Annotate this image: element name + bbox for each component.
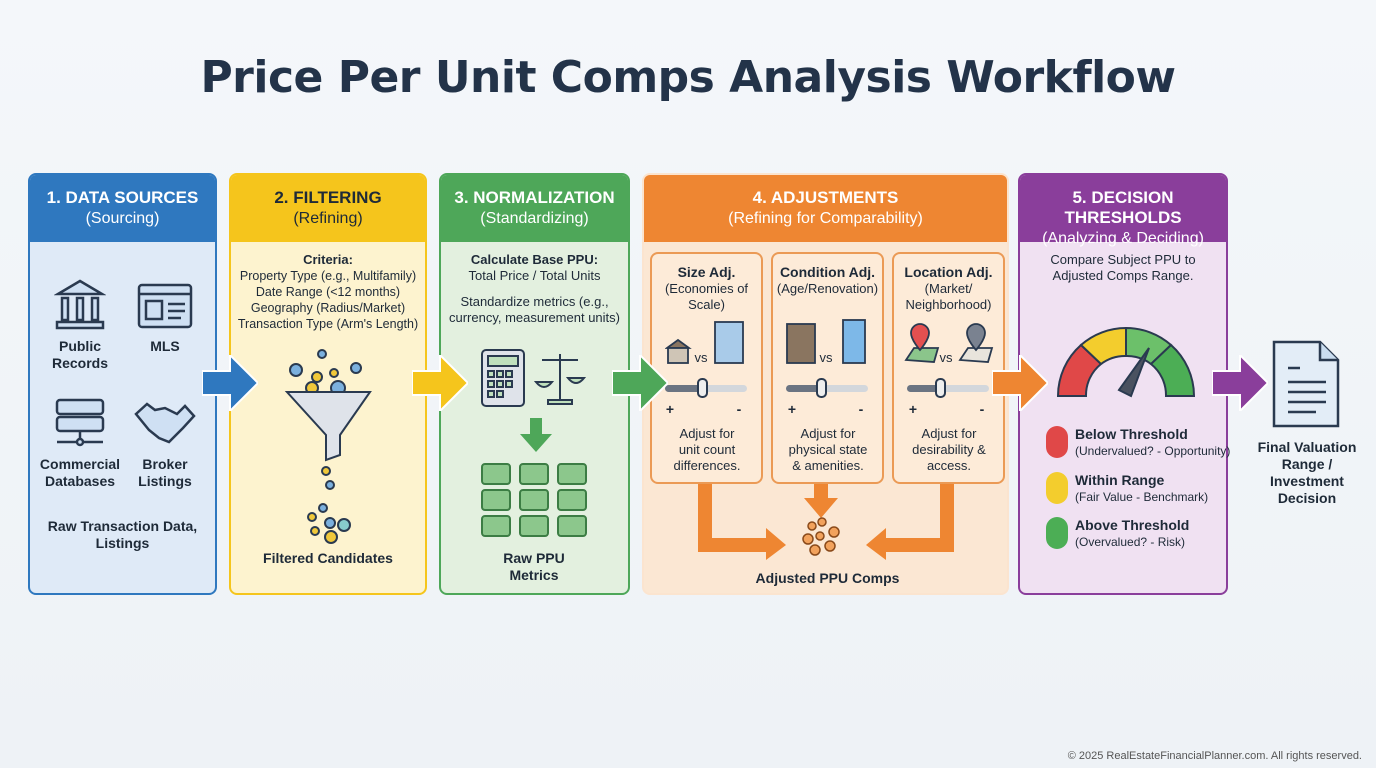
bank-icon <box>54 279 106 330</box>
step-output: Raw Transaction Data, Listings <box>47 518 198 551</box>
adjustment-card-condition <box>771 252 884 484</box>
arrow-right-icon <box>1212 355 1268 411</box>
step-heading: 3. NORMALIZATION <box>454 188 615 207</box>
source-broker-listings: Broker Listings <box>138 456 192 489</box>
step-heading: 2. FILTERING <box>274 188 382 207</box>
step-heading: 5. DECISION THRESHOLDS <box>1064 188 1182 227</box>
step-output: Adjusted PPU Comps <box>755 570 900 586</box>
legend-desc: (Undervalued? - Opportunity) <box>1075 444 1231 458</box>
source-public-records: Public Records <box>51 338 109 371</box>
plus-label: + <box>787 401 797 417</box>
adjustment-card-location <box>892 252 1005 484</box>
slider-thumb[interactable] <box>935 378 946 398</box>
plus-label: + <box>665 401 675 417</box>
minus-label: - <box>858 401 864 417</box>
criteria-label: Criteria: <box>303 252 353 267</box>
vs-label: vs <box>819 350 833 365</box>
legend-desc: (Overvalued? - Risk) <box>1075 535 1186 549</box>
arrow-right-icon <box>412 355 468 411</box>
gauge-icon <box>1056 326 1196 398</box>
green-indicator-icon <box>1046 517 1068 549</box>
calc-label: Calculate Base PPU: <box>470 252 599 267</box>
arrow-right-icon <box>612 355 668 411</box>
adjustment-subtitle: (Age/Renovation) <box>776 281 879 296</box>
old-vs-new-building-icon <box>786 319 866 364</box>
legend-label: Above Threshold <box>1075 517 1190 533</box>
step-subheading: (Analyzing & Deciding) <box>1042 230 1204 247</box>
handshake-icon <box>134 402 196 444</box>
adjustment-description: Adjust for desirability & access. <box>912 426 986 473</box>
step-heading: 1. DATA SOURCES <box>46 188 199 207</box>
size-adjustment-slider[interactable] <box>665 378 747 398</box>
step-normalization: 3. NORMALIZATION (Standardizing) <box>439 173 630 595</box>
adjustment-subtitle: (Market/ Neighborhood) <box>905 281 992 312</box>
step-subheading: (Refining for Comparability) <box>728 210 923 227</box>
page-title: Price Per Unit Comps Analysis Workflow <box>200 52 1176 103</box>
normalization-note: Standardize metrics (e.g., currency, mea… <box>449 294 620 325</box>
source-mls: MLS <box>150 338 180 354</box>
vs-label: vs <box>694 350 708 365</box>
step-data-sources: 1. DATA SOURCES (Sourcing) <box>28 173 217 595</box>
ppu-calculation: Calculate Base PPU: Total Price / Total … <box>439 252 630 284</box>
metrics-grid-icon <box>481 463 587 537</box>
source-commercial-databases: Commercial Databases <box>39 456 121 489</box>
adjustment-description: Adjust for unit count differences. <box>673 426 741 473</box>
yellow-indicator-icon <box>1046 472 1068 504</box>
condition-adjustment-slider[interactable] <box>786 378 868 398</box>
step-subheading: (Refining) <box>293 210 363 227</box>
final-decision-label: Final Valuation Range / Investment Decis… <box>1257 439 1357 506</box>
merge-arrows-icon <box>698 484 954 560</box>
small-vs-large-building-icon <box>665 321 744 364</box>
database-server-icon <box>55 398 105 447</box>
step-output: Filtered Candidates <box>263 550 393 566</box>
plus-label: + <box>908 401 918 417</box>
vs-label: vs <box>939 350 953 365</box>
adjustment-title: Condition Adj. <box>779 264 876 280</box>
adjustment-title: Location Adj. <box>904 264 993 280</box>
location-adjustment-slider[interactable] <box>907 378 989 398</box>
minus-label: - <box>979 401 985 417</box>
decision-note: Compare Subject PPU to Adjusted Comps Ra… <box>1050 252 1196 283</box>
location-pin-map-icon <box>904 323 994 363</box>
document-icon <box>1272 340 1340 428</box>
slider-thumb[interactable] <box>697 378 708 398</box>
criteria-item: Transaction Type (Arm's Length) <box>237 317 419 331</box>
adjustment-description: Adjust for physical state & amenities. <box>788 426 868 473</box>
filter-criteria: Criteria: Property Type (e.g., Multifami… <box>229 252 427 332</box>
step-subheading: (Standardizing) <box>480 210 589 227</box>
copyright-footer: © 2025 RealEstateFinancialPlanner.com. A… <box>1067 750 1362 762</box>
minus-label: - <box>736 401 742 417</box>
legend-desc: (Fair Value - Benchmark) <box>1075 490 1209 504</box>
criteria-item: Geography (Radius/Market) <box>250 301 406 315</box>
legend-label: Within Range <box>1075 472 1165 488</box>
step-heading: 4. ADJUSTMENTS <box>752 188 899 207</box>
criteria-item: Date Range (<12 months) <box>255 285 401 299</box>
slider-thumb[interactable] <box>816 378 827 398</box>
criteria-item: Property Type (e.g., Multifamily) <box>239 269 417 283</box>
red-indicator-icon <box>1046 426 1068 458</box>
funnel-icon <box>284 349 372 544</box>
adjustment-subtitle: (Economies of Scale) <box>664 281 749 312</box>
mls-listing-icon <box>137 283 193 329</box>
adjustment-title: Size Adj. <box>677 264 736 280</box>
calculator-scale-icon <box>481 349 587 407</box>
arrow-right-icon <box>992 355 1048 411</box>
down-arrow-icon <box>520 418 552 452</box>
legend-label: Below Threshold <box>1075 426 1188 442</box>
calc-formula: Total Price / Total Units <box>468 268 601 283</box>
arrow-right-icon <box>202 355 258 411</box>
step-subheading: (Sourcing) <box>85 210 160 227</box>
step-output: Raw PPU Metrics <box>503 550 565 583</box>
adjustment-card-size <box>650 252 763 484</box>
